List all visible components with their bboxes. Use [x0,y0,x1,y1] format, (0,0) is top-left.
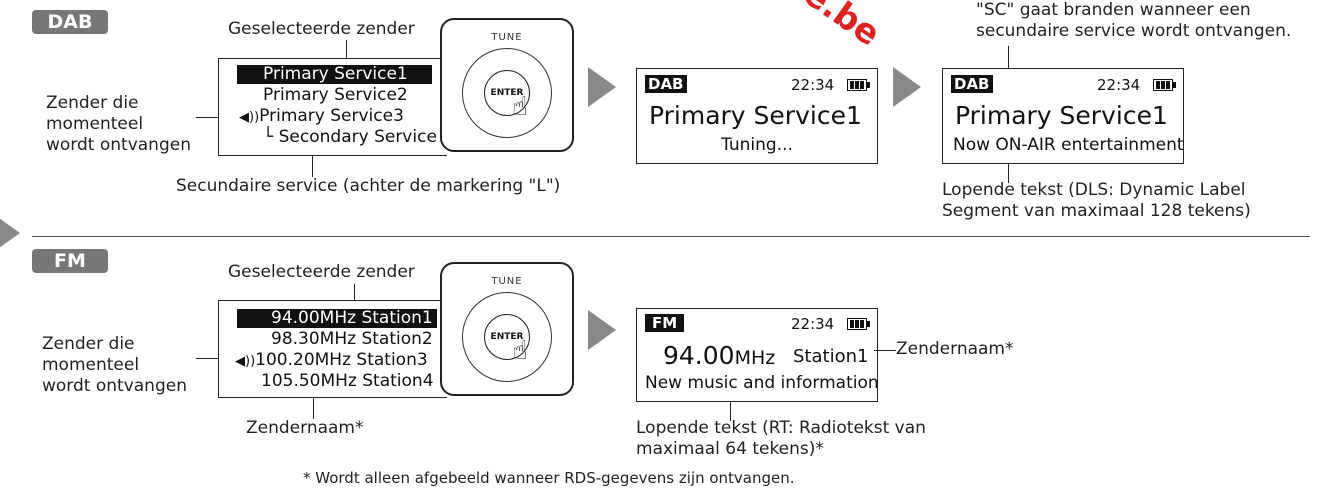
dab-tune-knob[interactable]: TUNE ENTER ☝ [440,18,574,152]
dab-lcd-tuning: DAB 22:34 Primary Service1 Tuning... [636,68,878,164]
fm-tune-knob[interactable]: TUNE ENTER ☝ [440,262,574,396]
fm-name-leader [313,397,314,419]
dab-step-arrow-icon-2 [893,67,921,107]
lcd-status: Tuning... [721,135,793,155]
footnote: * Wordt alleen afgebeeld wanneer RDS-geg… [303,469,795,487]
fm-current-leader [196,358,232,359]
lcd-dab-tag: DAB [645,75,687,93]
fm-tag: FM [32,249,108,273]
speaker-icon: ◀)) [239,110,260,125]
fm-station-list: 94.00MHz Station1 98.30MHz Station2 ◀))1… [218,300,447,398]
watermark: e.be [796,0,888,55]
tune-dial[interactable] [462,292,552,382]
dab-list-item-secondary[interactable]: └ Secondary Service [263,127,437,147]
fm-list-item[interactable]: 98.30MHz Station2 [271,329,433,349]
dab-list-item-selected[interactable]: Primary Service1 [237,65,432,84]
dab-station-list: Primary Service1 Primary Service2 ◀))Pri… [218,58,447,156]
dls-leader [1008,163,1009,183]
fm-selected-leader [354,284,355,306]
fm-lcd-name-label: Zendernaam* [896,339,1014,359]
lcd-time: 22:34 [1097,76,1141,94]
sc-label: "SC" gaat branden wanneer een secundaire… [976,0,1292,41]
fm-selected-label: Geselecteerde zender [228,262,415,282]
dab-current-leader [196,117,232,118]
dab-secondary-leader [312,155,313,177]
fm-step-arrow-icon [588,310,616,350]
lcd-title: Primary Service1 [955,101,1168,130]
rt-leader [730,401,731,421]
hand-pointer-icon: ☝ [512,336,528,366]
tune-label: TUNE [491,276,523,287]
lcd-time: 22:34 [791,315,835,333]
lcd-dab-tag: DAB [951,75,993,93]
lcd-dls-text: Now ON-AIR entertainment [953,135,1184,155]
lcd-rt-text: New music and information [645,373,879,393]
fm-lcd: FM 22:34 94.00MHz Station1 New music and… [636,308,879,402]
dab-tag: DAB [32,10,108,34]
sc-leader [1008,46,1009,68]
lcd-frequency: 94.00MHz [663,341,776,370]
tune-dial[interactable] [462,48,552,138]
dab-selected-label: Geselecteerde zender [228,19,415,39]
speaker-icon: ◀)) [235,354,256,369]
fm-current-label: Zender die momenteel wordt ontvangen [42,334,187,396]
fm-name-label: Zendernaam* [246,418,364,438]
dls-label: Lopende tekst (DLS: Dynamic Label Segmen… [942,180,1251,221]
section-divider [32,236,1310,237]
lcd-fm-tag: FM [645,314,685,332]
battery-icon [847,318,870,330]
lcd-name-leader [874,350,896,351]
fm-list-item-current[interactable]: ◀))100.20MHz Station3 [235,350,428,370]
tune-label: TUNE [491,32,523,43]
dab-secondary-label: Secundaire service (achter de markering … [176,176,561,196]
dab-list-item[interactable]: Primary Service2 [263,85,408,105]
dab-lcd-received: DAB 22:34 Primary Service1 Now ON-AIR en… [942,68,1184,164]
left-arrow-icon [0,213,20,253]
dab-current-label: Zender die momenteel wordt ontvangen [46,93,191,155]
lcd-time: 22:34 [791,76,835,94]
rt-label: Lopende tekst (RT: Radiotekst van maxima… [636,418,926,459]
battery-icon [847,79,870,91]
hand-pointer-icon: ☝ [512,92,528,122]
fm-list-item-selected[interactable]: 94.00MHz Station1 [237,309,437,328]
dab-step-arrow-icon [588,67,616,107]
lcd-station-name: Station1 [793,346,869,367]
lcd-title: Primary Service1 [649,101,862,130]
enter-button[interactable]: ENTER [484,314,530,360]
dab-selected-leader [346,40,347,64]
battery-icon [1153,79,1176,91]
dab-list-item-current[interactable]: ◀))Primary Service3 [239,106,404,126]
fm-list-item[interactable]: 105.50MHz Station4 [261,371,434,391]
enter-button[interactable]: ENTER [484,70,530,116]
